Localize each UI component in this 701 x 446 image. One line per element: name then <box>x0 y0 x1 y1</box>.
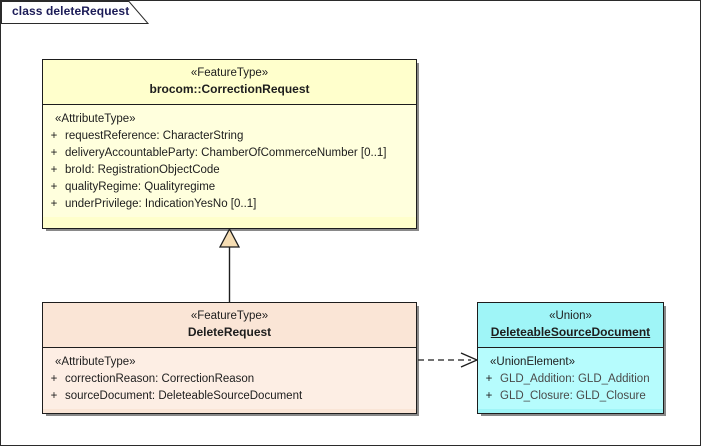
class-box-correction-request[interactable]: «FeatureType» brocom::CorrectionRequest … <box>42 59 417 229</box>
class-header: «FeatureType» brocom::CorrectionRequest <box>43 60 416 105</box>
class-header: «Union» DeleteableSourceDocument <box>478 303 663 348</box>
attribute-row: + broId: RegistrationObjectCode <box>43 162 416 179</box>
diagram-frame-tab: class deleteRequest <box>1 1 150 24</box>
visibility-marker: + <box>50 181 58 193</box>
generalization-connector <box>218 227 241 302</box>
attribute-row: + GLD_Closure: GLD_Closure <box>478 388 663 405</box>
class-header: «FeatureType» DeleteRequest <box>43 303 416 348</box>
attribute-text: GLD_Addition: GLD_Addition <box>500 373 650 385</box>
attribute-row: + correctionReason: CorrectionReason <box>43 371 416 388</box>
class-attributes-compartment: «UnionElement» + GLD_Addition: GLD_Addit… <box>478 348 663 409</box>
class-attributes-compartment: «AttributeType» + correctionReason: Corr… <box>43 348 416 409</box>
visibility-marker: + <box>50 147 58 159</box>
attribute-text: qualityRegime: Qualityregime <box>65 181 216 193</box>
visibility-marker: + <box>50 198 58 210</box>
attribute-row: + requestReference: CharacterString <box>43 128 416 145</box>
class-stereotype: «FeatureType» <box>190 310 269 322</box>
attribute-row: + sourceDocument: DeleteableSourceDocume… <box>43 388 416 405</box>
attribute-text: correctionReason: CorrectionReason <box>65 373 255 385</box>
attribute-section-stereotype: «AttributeType» <box>55 113 136 125</box>
dependency-connector <box>418 352 479 368</box>
attribute-text: broId: RegistrationObjectCode <box>65 164 220 176</box>
visibility-marker: + <box>485 390 493 402</box>
attribute-text: requestReference: CharacterString <box>65 130 244 142</box>
visibility-marker: + <box>50 390 58 402</box>
class-box-delete-request[interactable]: «FeatureType» DeleteRequest «AttributeTy… <box>42 302 417 414</box>
attribute-section-stereotype: «AttributeType» <box>55 356 136 368</box>
class-name: brocom::CorrectionRequest <box>149 82 310 96</box>
class-name: DeleteRequest <box>187 325 272 339</box>
diagram-frame-label: class deleteRequest <box>12 4 130 18</box>
attribute-row: + qualityRegime: Qualityregime <box>43 179 416 196</box>
attribute-text: sourceDocument: DeleteableSourceDocument <box>65 390 303 402</box>
class-attributes-compartment: «AttributeType» + requestReference: Char… <box>43 105 416 217</box>
attribute-section-stereotype: «UnionElement» <box>490 356 576 368</box>
visibility-marker: + <box>485 373 493 385</box>
attribute-text: underPrivilege: IndicationYesNo [0..1] <box>65 198 257 210</box>
visibility-marker: + <box>50 164 58 176</box>
attribute-row: + underPrivilege: IndicationYesNo [0..1] <box>43 196 416 213</box>
attribute-row: + deliveryAccountableParty: ChamberOfCom… <box>43 145 416 162</box>
attribute-text: GLD_Closure: GLD_Closure <box>500 390 646 402</box>
class-stereotype: «FeatureType» <box>190 67 269 79</box>
visibility-marker: + <box>50 373 58 385</box>
visibility-marker: + <box>50 130 58 142</box>
class-name: DeleteableSourceDocument <box>490 325 651 339</box>
class-box-deleteable-source-document[interactable]: «Union» DeleteableSourceDocument «UnionE… <box>477 302 664 414</box>
class-stereotype: «Union» <box>549 310 592 322</box>
attribute-text: deliveryAccountableParty: ChamberOfComme… <box>65 147 387 159</box>
attribute-row: + GLD_Addition: GLD_Addition <box>478 371 663 388</box>
